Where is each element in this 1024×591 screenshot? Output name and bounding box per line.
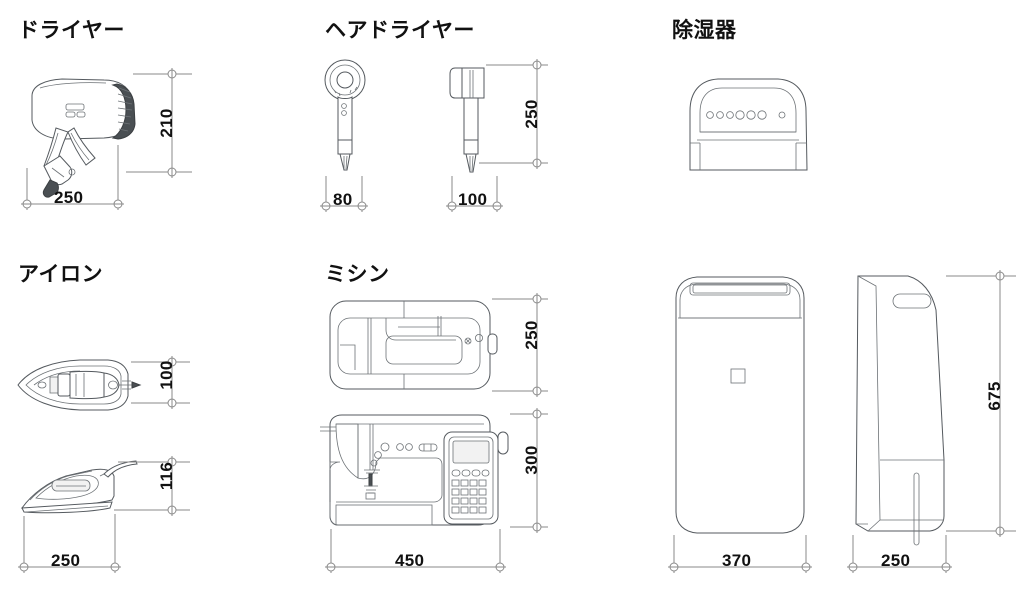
dimension-sewing-machine-width: [324, 529, 507, 573]
dimension-label-dehumidifier-width: 370: [722, 551, 752, 570]
dimension-label-dryer-width: 250: [54, 188, 84, 207]
dimension-iron-height: [114, 455, 190, 517]
dimension-sewing-machine-depth: [492, 292, 548, 398]
dimension-label-iron-height: 116: [157, 461, 176, 491]
dimension-dehumidifier-width: [667, 535, 813, 573]
dimension-label-dehumidifier-depth: 250: [881, 551, 911, 570]
iron-side-view-drawing: [21, 460, 138, 514]
dimension-dehumidifier-depth: [846, 535, 953, 573]
dryer-side-view-drawing: [31, 78, 136, 198]
dimension-label-iron-depth: 100: [157, 360, 176, 390]
dimension-label-sewing-machine-width: 450: [395, 551, 425, 570]
section-title-hair-dryer: ヘアドライヤー: [325, 19, 475, 42]
dimension-iron-width: [17, 514, 122, 573]
dimension-label-iron-width: 250: [51, 551, 81, 570]
dimension-hair-dryer-front-width: [319, 176, 369, 212]
dimension-label-hair-dryer-height: 250: [522, 99, 541, 129]
dimension-iron-depth: [131, 355, 190, 410]
dimension-dryer-width: [20, 145, 125, 210]
iron-top-view-drawing: [17, 359, 142, 411]
hair-dryer-front-view-drawing: [324, 59, 366, 171]
section-title-dryer: ドライヤー: [18, 19, 125, 42]
section-title-iron: アイロン: [18, 263, 103, 286]
hair-dryer-side-view-drawing: [449, 67, 485, 173]
sewing-machine-front-view-drawing: [320, 414, 509, 526]
dehumidifier-front-view-drawing: [675, 276, 805, 534]
dehumidifier-top-view-drawing: [689, 78, 808, 171]
dimension-sewing-machine-height: [510, 407, 548, 534]
dimension-label-hair-dryer-front-width: 80: [333, 190, 353, 209]
dimension-label-hair-dryer-side-width: 100: [458, 190, 488, 209]
dehumidifier-side-view-drawing: [855, 275, 945, 546]
dimension-label-dryer-height: 210: [157, 108, 176, 138]
dimension-label-sewing-machine-height: 300: [522, 445, 541, 475]
dimension-hair-dryer-height: [479, 58, 548, 170]
dimension-dehumidifier-height: [946, 269, 1016, 538]
dimension-dryer-height: [126, 67, 192, 179]
dimension-hair-dryer-side-width: [445, 176, 504, 212]
section-title-dehumidifier: 除湿器: [672, 19, 737, 42]
section-title-sewing-machine: ミシン: [325, 263, 390, 286]
sewing-machine-top-view-drawing: [329, 300, 498, 390]
dimension-label-sewing-machine-depth: 250: [522, 320, 541, 350]
dimension-label-dehumidifier-height: 675: [985, 381, 1004, 411]
